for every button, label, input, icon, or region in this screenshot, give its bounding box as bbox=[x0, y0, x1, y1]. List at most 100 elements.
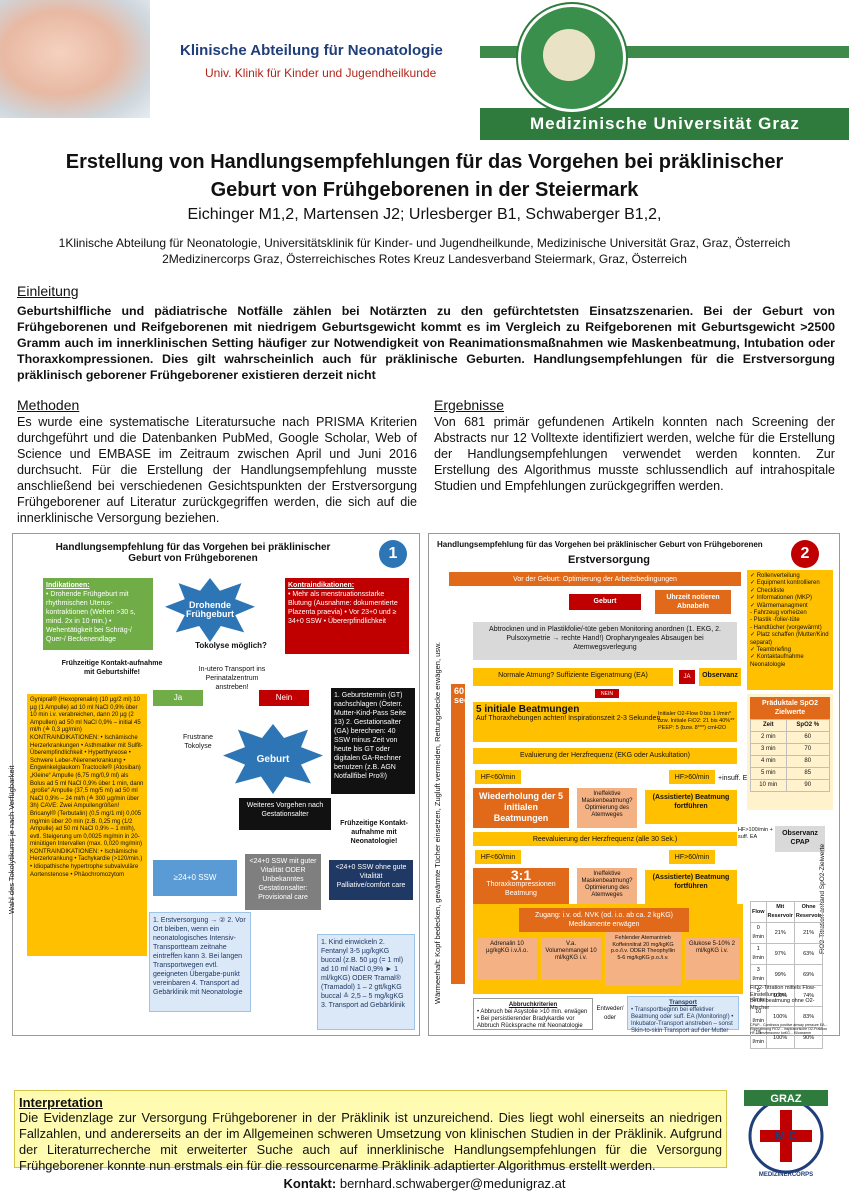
transport-list: • Transportbeginn bei effektiver Beatmun… bbox=[631, 1007, 734, 1034]
interpretation-heading: Interpretation bbox=[19, 1095, 103, 1110]
checklist-item: - Handtücher (vorgewärmt) bbox=[750, 624, 822, 631]
evaluierung-box: Evaluierung der Herzfrequenz (EKG oder A… bbox=[473, 748, 737, 764]
table-cell: 10 min bbox=[750, 779, 787, 792]
flowchart-panel-2: Handlungsempfehlung für das Vorgehen bei… bbox=[428, 533, 840, 1049]
table-cell: 3 min bbox=[750, 743, 787, 756]
table-cell: 2 min bbox=[750, 731, 787, 744]
in-utero-transport: In-utero Transport ins Perinatalzentrum … bbox=[198, 666, 266, 691]
indications-list: • Drohende Frühgeburt mit rhythmischen U… bbox=[46, 591, 136, 643]
frustrane-tokolyse: Frustrane Tokolyse bbox=[183, 734, 213, 750]
university-name: Medizinische Universität Graz bbox=[530, 114, 800, 133]
university-bar bbox=[480, 108, 849, 140]
panel1-title-line2: Geburt von Frühgeborenen bbox=[128, 553, 258, 564]
checklist-item: - Fahrzeug vorheizen bbox=[750, 610, 807, 617]
initial-breaths-sub: Auf Thoraxhebungen achten! Inspirationsz… bbox=[476, 715, 661, 722]
department-name: Klinische Abteilung für Neonatologie bbox=[180, 42, 443, 59]
abbruch-box: Abbruchkriterien • Abbruch bei Asystolie… bbox=[473, 998, 593, 1030]
assist-ventilation-box-2: (Assistierte) Beatmung fortführen bbox=[645, 870, 737, 904]
hf-high-label-2: HF>60/min bbox=[669, 850, 715, 864]
interpretation-text: Die Evidenzlage zur Versorgung Frühgebor… bbox=[19, 1110, 722, 1173]
insuff-ea-label: +insuff. EA bbox=[718, 775, 752, 782]
seal-portrait bbox=[543, 29, 595, 81]
kontakt-neonatologie: Frühzeitige Kontakt-aufnahme mit Neonato… bbox=[340, 820, 408, 845]
wiederholung-box: Wiederholung der 5 initialen Beatmungen bbox=[473, 788, 569, 828]
checklist-box: ✓ Rollenverteilung✓ Equipment kontrollie… bbox=[747, 570, 833, 690]
contact-email[interactable]: bernhard.schwaberger@medunigraz.at bbox=[339, 1176, 566, 1191]
abbruch-list: • Abbruch bei Asystolie >10 min. erwägen… bbox=[477, 1009, 588, 1029]
tocolytic-drugs-box: Gynipral® (Hexoprenalin) (10 µg/2 ml) 10… bbox=[27, 694, 147, 956]
vor-geburt-bar: Vor der Geburt: Optimierung der Arbeitsb… bbox=[449, 572, 741, 586]
provisional-steps-box: 1. Erstversorgung → ② 2. Vor Ort bleiben… bbox=[149, 912, 251, 1012]
results-heading: Ergebnisse bbox=[434, 397, 505, 413]
affiliation-1: 1Klinische Abteilung für Neonatologie, U… bbox=[58, 236, 791, 250]
checklist-item: ✓ Rollenverteilung bbox=[750, 573, 800, 579]
baby-photo bbox=[0, 0, 150, 118]
uhrzeit-box: Uhrzeit notieren Abnabeln bbox=[655, 590, 731, 614]
table-cell: 21% bbox=[793, 922, 824, 944]
flowchart-panel-1: Handlungsempfehlung für das Vorgehen bei… bbox=[7, 533, 420, 1036]
drohende-fruehgeburt-star: Drohende Frühgeburt bbox=[165, 578, 255, 642]
authors: Eichinger M1,2, Martensen J2; Urlesberge… bbox=[187, 206, 662, 223]
contact-line: Kontakt: bernhard.schwaberger@medunigraz… bbox=[0, 1176, 849, 1191]
table-cell: 90 bbox=[785, 779, 831, 792]
zugang-box: Zugang: i.v. od. NVK (od. i.o. ab ca. 2 … bbox=[519, 908, 689, 932]
contraindications-heading: Kontraindikationen: bbox=[288, 582, 355, 589]
contraindications-list: • Mehr als menstruationsstarke Blutung (… bbox=[288, 591, 398, 625]
abbruch-heading: Abbruchkriterien bbox=[508, 1002, 558, 1008]
weiteres-vorgehen-box: Weiteres Vorgehen nach Gestationsalter bbox=[239, 798, 331, 830]
normale-atmung-box: Normale Atmung? Suffiziente Eigenatmung … bbox=[473, 668, 673, 686]
hf100-label: HF>100/min + suff. EA bbox=[738, 827, 773, 840]
table-header-cell: SpO2 % bbox=[785, 719, 831, 732]
table-cell: 4 min bbox=[750, 755, 787, 768]
sixty-seconds-label: 60 sec bbox=[454, 686, 470, 705]
entweder-oder-label: Entweder/ oder bbox=[596, 1006, 624, 1021]
glukose-box: Glukose 5-10% 2 ml/kgKG i.v. bbox=[685, 938, 739, 980]
table-header-cell: Flow bbox=[750, 901, 767, 923]
ineffective-mask-box-1: Ineffektive Maskenbeatmung? Optimierung … bbox=[577, 788, 637, 828]
methods-heading: Methoden bbox=[17, 397, 80, 413]
panel2-title: Handlungsempfehlung für das Vorgehen bei… bbox=[437, 540, 763, 549]
transport-heading: Transport bbox=[669, 1000, 697, 1006]
checklist-item: ✓ Equipment kontrollieren bbox=[750, 580, 820, 587]
sixty-seconds-bar bbox=[451, 684, 465, 984]
observanz-box: Observanz bbox=[699, 668, 741, 686]
affiliations: 1Klinische Abteilung für Neonatologie, U… bbox=[20, 235, 829, 267]
checklist-item: ✓ Kontaktaufnahme Neonatologie bbox=[750, 654, 804, 668]
reevaluierung-box: Reevaluierung der Herzfrequenz (alle 30 … bbox=[473, 832, 737, 846]
ja-label: JA bbox=[679, 670, 695, 684]
fio2-note: FiO2-Titration mittels Flow-Einstellung … bbox=[750, 985, 816, 1011]
checklist-item: ✓ Checkliste bbox=[750, 587, 785, 594]
title-line-2: Geburt von Frühgeborenen in der Steierma… bbox=[210, 179, 639, 201]
waermeerhalt-vertical-text: Wärmeerhalt: Kopf bedecken, gewärmte Tüc… bbox=[433, 641, 442, 1004]
table-cell: 1 l/min bbox=[750, 943, 767, 965]
checklist-item: ✓ Platz schaffen (Mutter/Kind separat) bbox=[750, 632, 829, 646]
checklist-item: ✓ Teambriefing bbox=[750, 647, 791, 654]
hf-low-label: HF<60/min bbox=[475, 770, 521, 784]
poster-title: Erstellung von Handlungsempfehlungen für… bbox=[20, 148, 829, 204]
checklist-item: ✓ Informationen (MKP) bbox=[750, 595, 813, 602]
gestational-age-box: 1. Geburtstermin (GT) nachschlagen (Öste… bbox=[331, 688, 415, 794]
cpr-label: Thoraxkompressionen Beatmung bbox=[486, 881, 556, 897]
table-cell: 60 bbox=[785, 731, 831, 744]
panel2-number-badge: 2 bbox=[791, 540, 819, 568]
nein-box: Nein bbox=[259, 690, 309, 706]
contraindications-box: Kontraindikationen: • Mehr als menstruat… bbox=[285, 578, 409, 654]
cpap-box: Observanz CPAP bbox=[775, 826, 825, 852]
abtrocknen-box: Abtrocknen und in Plastikfolie/-tüte geb… bbox=[473, 622, 737, 660]
logo-mc-text: M C bbox=[775, 1129, 797, 1143]
contact-label: Kontakt: bbox=[283, 1176, 337, 1191]
cpr-box: 3:1 Thoraxkompressionen Beatmung bbox=[473, 868, 569, 910]
interpretation-box: Interpretation Die Evidenzlage zur Verso… bbox=[14, 1090, 727, 1173]
panel2-subtitle: Erstversorgung bbox=[568, 554, 650, 566]
medizinercorps-logo: GRAZ M C MEDIZINERCORPS bbox=[744, 1090, 828, 1178]
table-cell: 97% bbox=[765, 943, 795, 965]
